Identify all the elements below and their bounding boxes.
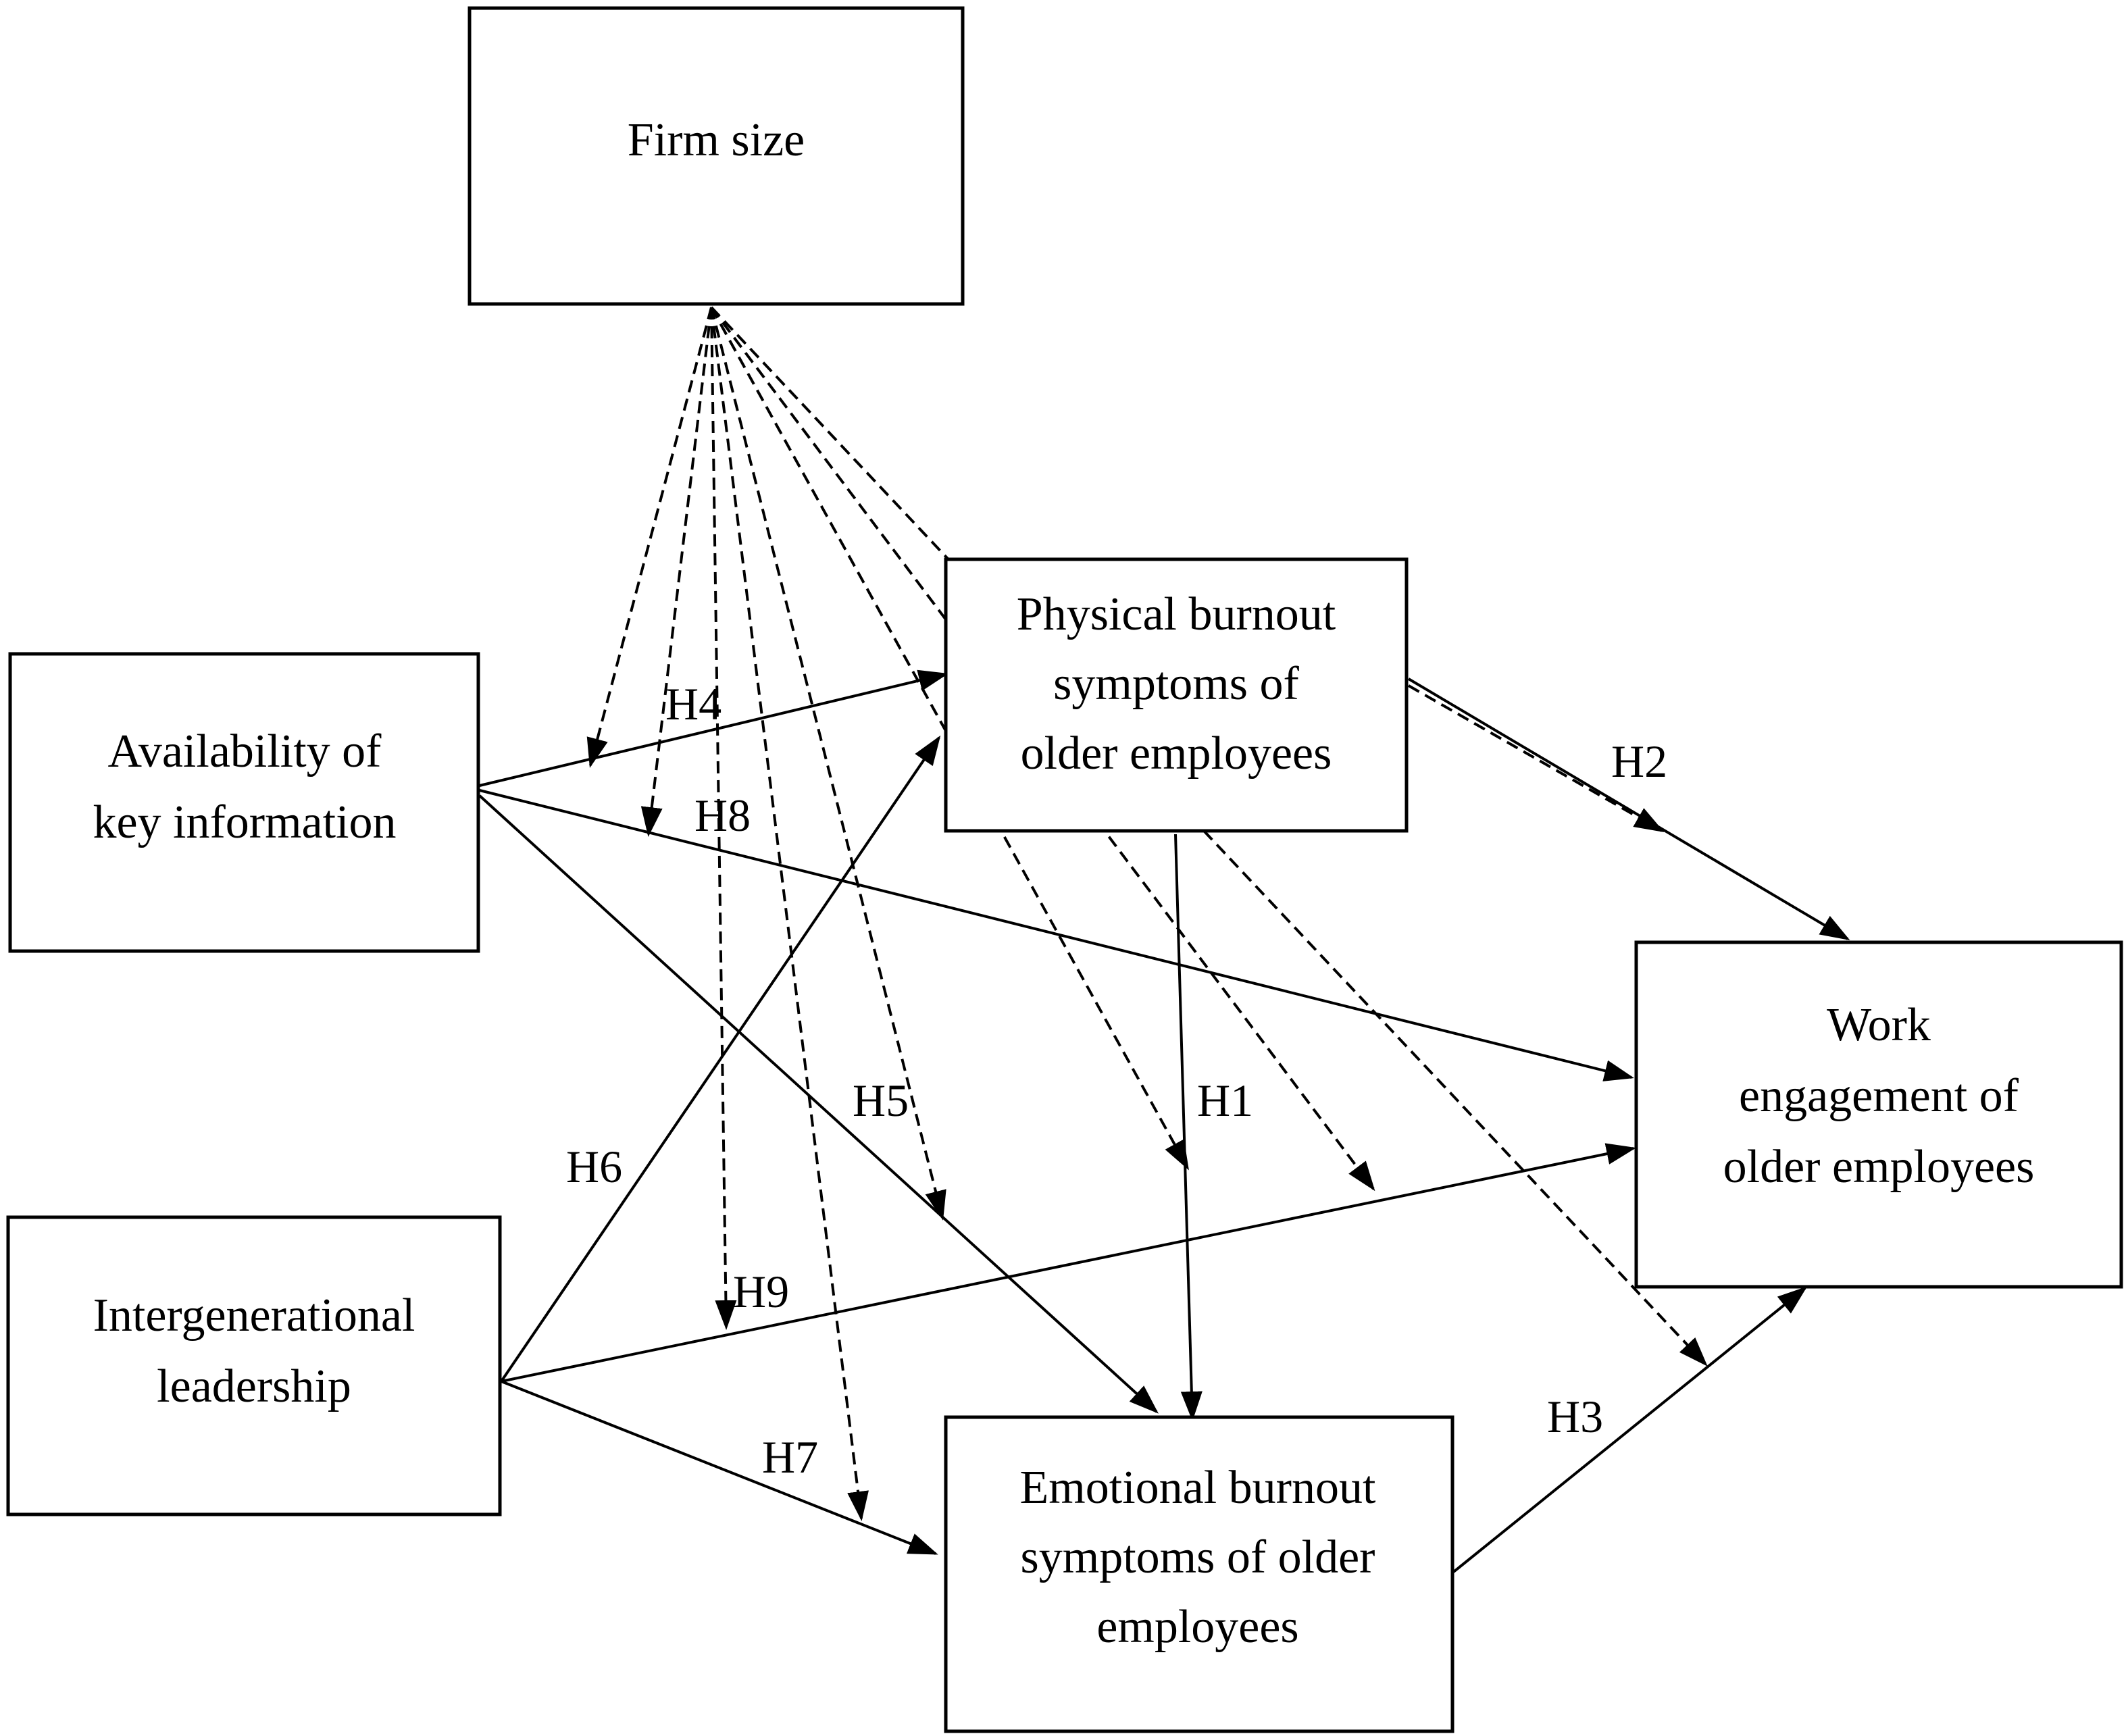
arrow-intergenerational-to-physical (500, 735, 941, 1383)
arrow-availability-to-physical (479, 669, 948, 787)
node-intergenerational-line-2: leadership (157, 1360, 351, 1412)
arrow-physical-to-work (1407, 678, 1850, 941)
node-physical-line-3: older employees (1021, 727, 1332, 780)
label-h1: H1 (1197, 1075, 1253, 1126)
moderation-arrow-h8 (640, 307, 713, 837)
moderation-arrows (586, 306, 1708, 1521)
structural-arrows (478, 669, 1850, 1575)
node-emotional-burnout: Emotional burnout symptoms of older empl… (944, 1415, 1454, 1733)
node-firm-size: Firm size (467, 6, 965, 306)
label-h7: H7 (762, 1431, 818, 1483)
moderation-arrow-h3 (710, 306, 1708, 1367)
node-firm-size-line-1: Firm size (628, 114, 805, 166)
arrow-emotional-to-work (1450, 1286, 1808, 1575)
node-availability-line-2: key information (93, 796, 396, 848)
node-physical-burnout: Physical burnout symptoms of older emplo… (944, 557, 1409, 833)
node-emotional-line-1: Emotional burnout (1020, 1462, 1376, 1514)
moderation-arrow-h4 (586, 307, 713, 768)
node-work-line-1: Work (1827, 999, 1931, 1051)
hypothesis-labels: H4 H8 H2 H1 H5 H6 H9 H7 H3 (566, 678, 1667, 1483)
label-h4: H4 (665, 678, 722, 730)
label-h2: H2 (1611, 736, 1667, 787)
moderation-arrow-h7 (710, 307, 869, 1521)
label-h3: H3 (1547, 1391, 1603, 1442)
arrow-availability-to-emotional (478, 794, 1159, 1414)
node-intergenerational-line-1: Intergenerational (93, 1290, 415, 1342)
node-work-engagement: Work engagement of older employees (1634, 940, 2123, 1289)
label-h9: H9 (733, 1266, 789, 1317)
node-work-line-3: older employees (1723, 1141, 2035, 1193)
arrow-physical-to-emotional (1174, 834, 1203, 1421)
label-h8: H8 (694, 790, 751, 841)
arrow-intergenerational-to-work (501, 1143, 1636, 1383)
node-intergenerational: Intergenerational leadership (6, 1215, 502, 1516)
node-work-line-2: engagement of (1739, 1070, 2019, 1122)
moderation-arrow-h5 (710, 307, 946, 1221)
node-emotional-line-2: symptoms of older (1021, 1531, 1375, 1583)
label-h6: H6 (566, 1141, 622, 1192)
node-physical-line-1: Physical burnout (1017, 588, 1336, 640)
node-availability-line-1: Availability of (108, 725, 382, 777)
node-availability: Availability of key information (8, 652, 480, 953)
arrow-availability-to-work (479, 789, 1634, 1081)
label-h5: H5 (853, 1075, 909, 1126)
node-physical-line-2: symptoms of (1053, 658, 1299, 710)
moderation-arrow-h2 (1408, 684, 1665, 832)
node-emotional-line-3: employees (1096, 1601, 1298, 1653)
arrow-intergenerational-to-emotional (501, 1380, 938, 1555)
